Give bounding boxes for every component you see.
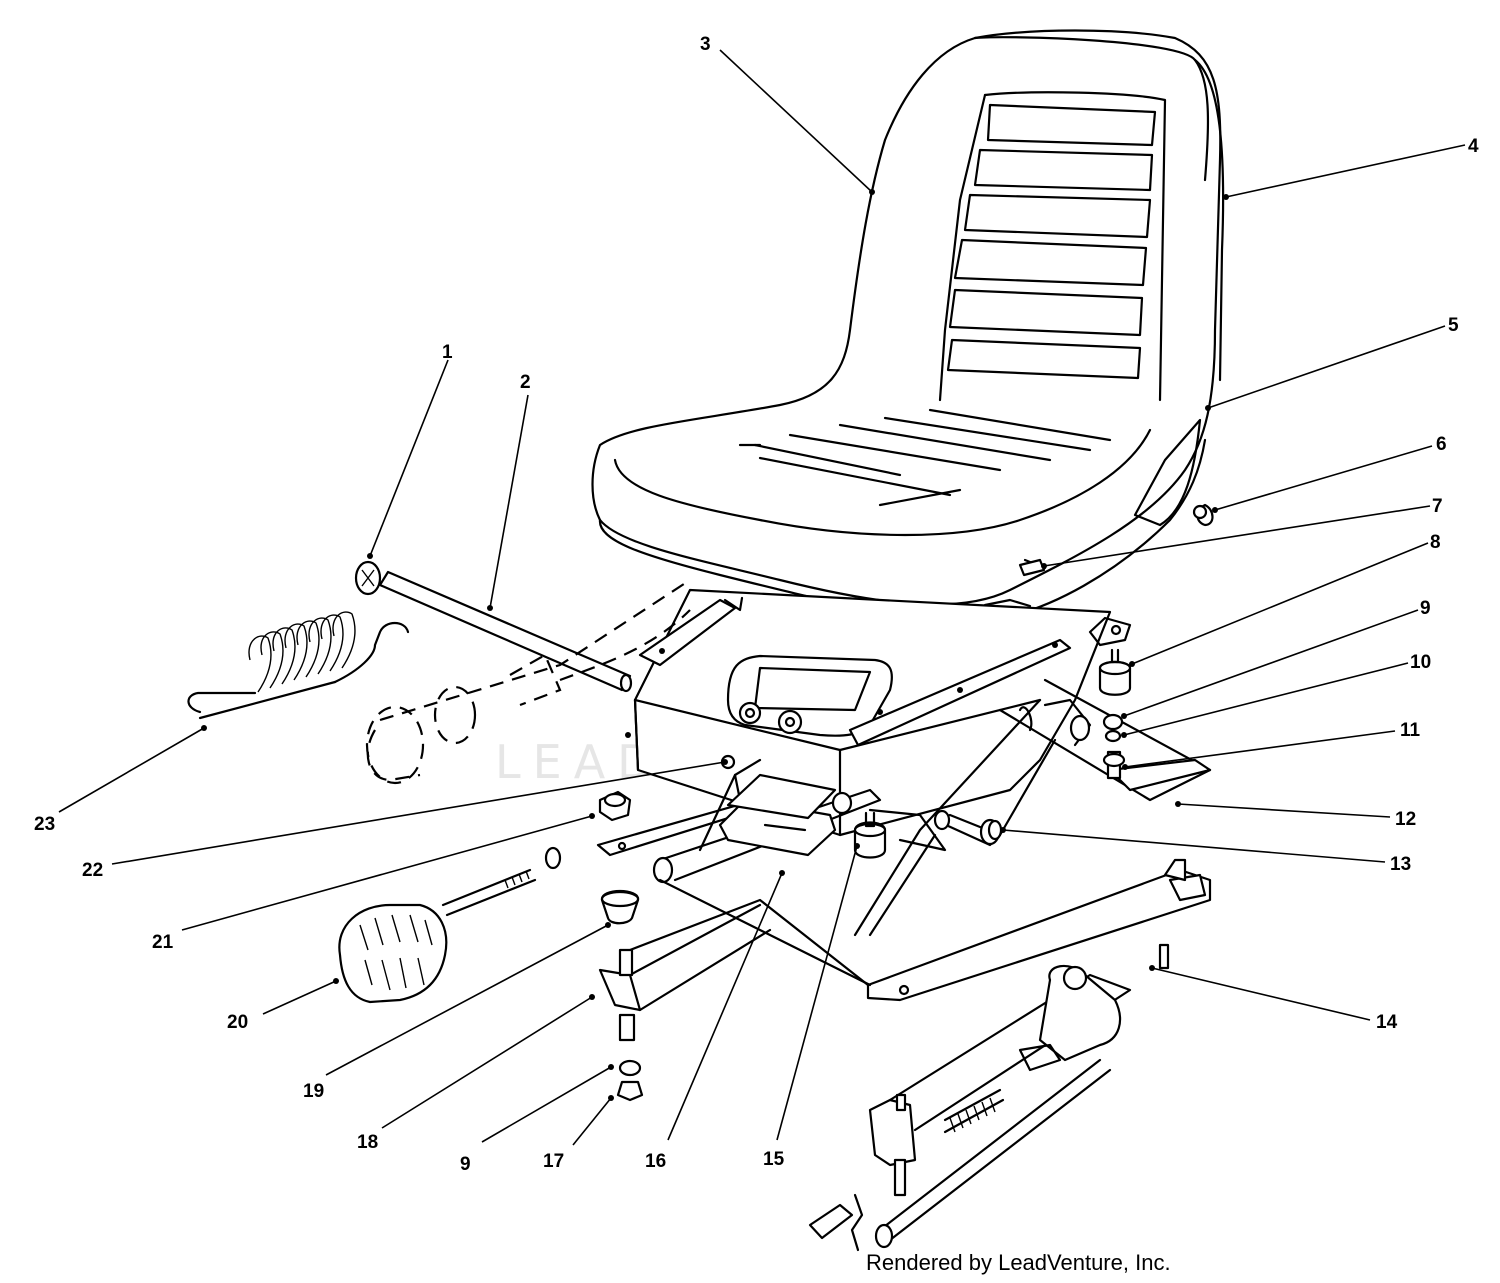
callout-6: 6: [1436, 434, 1447, 455]
seat: [591, 29, 1225, 622]
seat-frame: [633, 588, 1132, 837]
callout-7: 7: [1432, 496, 1443, 517]
callout-10: 10: [1410, 652, 1431, 673]
callout-labels: 1 2 3 4 5 6 7 8 9 10 11 12 13 14 15 16 1…: [34, 34, 1479, 1175]
callout-2: 2: [520, 372, 531, 393]
leader-lines: [58, 49, 1466, 1146]
rod: [378, 570, 632, 692]
callout-15: 15: [763, 1149, 785, 1170]
base-frame: [596, 678, 1212, 1002]
callout-12: 12: [1395, 809, 1416, 830]
fasteners: [338, 504, 1208, 1102]
spring: [187, 611, 410, 720]
lockwasher: [1104, 729, 1122, 743]
callout-11: 11: [1400, 720, 1421, 741]
callout-20: 20: [227, 1012, 248, 1033]
callout-5: 5: [1448, 315, 1459, 336]
callout-14: 14: [1376, 1012, 1398, 1033]
callout-8: 8: [1430, 532, 1441, 553]
washer: [1102, 713, 1124, 731]
callout-4: 4: [1468, 136, 1479, 157]
callout-13: 13: [1390, 854, 1411, 875]
callout-23: 23: [34, 814, 55, 835]
callout-9-lower: 9: [460, 1154, 471, 1175]
callout-22: 22: [82, 860, 103, 881]
knob: [338, 903, 448, 1004]
credit-text: Rendered by LeadVenture, Inc.: [866, 1250, 1171, 1275]
callout-19: 19: [303, 1081, 324, 1102]
callout-17: 17: [543, 1151, 564, 1172]
nut: [616, 1080, 644, 1102]
callout-18: 18: [357, 1132, 378, 1153]
callout-3: 3: [700, 34, 711, 55]
knob-ghost: [365, 705, 425, 785]
callout-1: 1: [442, 342, 453, 363]
callout-21: 21: [152, 932, 174, 953]
slide-rails: [598, 858, 1207, 1252]
callout-16: 16: [645, 1151, 666, 1172]
callout-9-upper: 9: [1420, 598, 1431, 619]
